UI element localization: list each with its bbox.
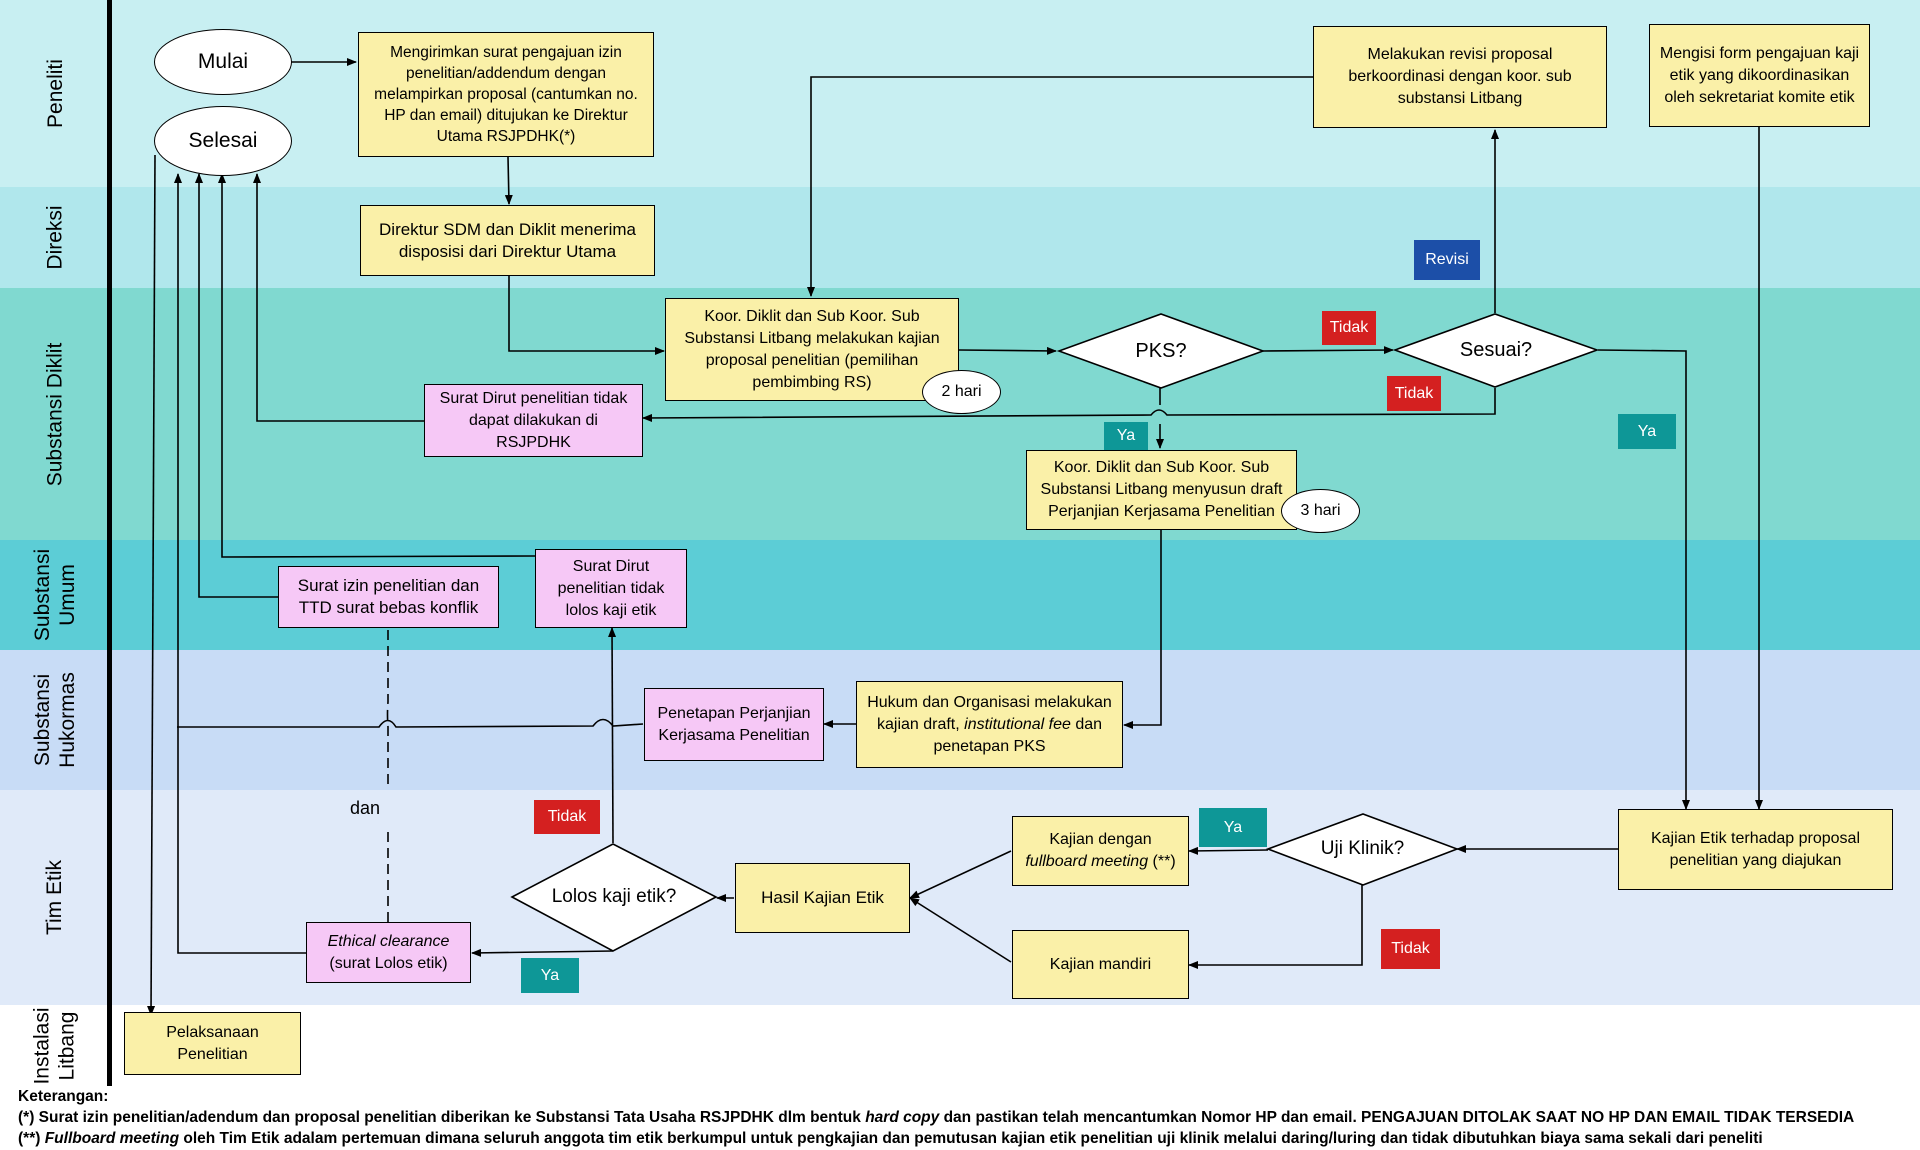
node-hukum-line2c: dan [1070, 715, 1103, 733]
arrow-surattidaklolos-to-selesai [218, 173, 536, 558]
arrow-suratizin-to-selesai [195, 173, 278, 598]
arrow-kirim-to-direktur [504, 156, 513, 205]
note-2a: (**) [18, 1130, 45, 1147]
node-hukum-line2: kajian draft, institutional fee dan [877, 714, 1102, 736]
note-1: (*) Surat izin penelitian/adendum dan pr… [18, 1107, 1918, 1128]
decision-sesuai: Sesuai? [1459, 338, 1533, 361]
lane-direksi [0, 187, 1920, 288]
arrow-lolos-to-surattidaklolos [608, 627, 617, 844]
node-ethical-clearance: Ethical clearance (surat Lolos etik) [306, 922, 471, 983]
tag-tidak-lolos: Tidak [534, 800, 600, 834]
arrow-sesuai-to-kajianetik [1597, 349, 1690, 810]
tag-ya-lolos: Ya [521, 958, 579, 993]
decision-lolos: Lolos kaji etik? [551, 886, 677, 907]
node-kajian-proposal: Koor. Diklit dan Sub Koor. Sub Substansi… [665, 298, 959, 401]
arrow-draft-to-hukum [1123, 530, 1162, 729]
node-hukum-line3: penetapan PKS [933, 737, 1046, 755]
lane-substansi-diklit [0, 288, 1920, 540]
decision-lolos-shape [510, 843, 718, 952]
tag-revisi: Revisi [1414, 240, 1480, 280]
node-hukum: Hukum dan Organisasi melakukan kajian dr… [856, 681, 1123, 768]
note-1c: dan pastikan telah mencantumkan Nomor HP… [939, 1109, 1855, 1126]
node-penetapan-pks: Penetapan Perjanjian Kerjasama Penelitia… [644, 688, 824, 761]
start-terminal: Mulai [154, 29, 292, 95]
arrow-fullboard-to-hasil [909, 850, 1012, 899]
node-draft-pks: Koor. Diklit dan Sub Koor. Sub Substansi… [1026, 450, 1297, 530]
node-surat-tidak-dapat: Surat Dirut penelitian tidak dapat dilak… [424, 384, 643, 457]
node-fullboard-line2a: fullboard meeting [1025, 853, 1149, 870]
duration-3-hari: 3 hari [1281, 489, 1360, 533]
arrow-direktur-to-kajian [508, 276, 665, 355]
decision-pks-shape [1056, 313, 1266, 389]
node-direktur-sdm: Direktur SDM dan Diklit menerima disposi… [360, 205, 655, 276]
arrow-revisi-to-kajian [807, 76, 1313, 297]
node-kirim-surat: Mengirimkan surat pengajuan izin penelit… [358, 32, 654, 157]
tag-ya-pks: Ya [1104, 422, 1148, 450]
node-surat-tidak-lolos: Surat Dirut penelitian tidak lolos kaji … [535, 549, 687, 628]
node-hasil-kajian: Hasil Kajian Etik [735, 863, 910, 933]
arrow-mandiri-to-hasil [909, 897, 1012, 963]
line-penetapan-to-left [177, 718, 644, 728]
notes: Keterangan: (*) Surat izin penelitian/ad… [18, 1086, 1918, 1149]
arrow-lolos-to-ethical [471, 948, 614, 957]
node-kajian-mandiri: Kajian mandiri [1012, 930, 1189, 999]
arrow-uji-to-mandiri [1188, 885, 1363, 969]
node-ethical-line2: (surat Lolos etik) [329, 954, 448, 972]
arrow-pks-to-sesuai [1262, 346, 1394, 355]
arrow-kajian-to-pks [958, 346, 1057, 355]
label-dan: dan [350, 798, 381, 818]
dashed-ethical-to-suratizin [386, 629, 389, 922]
decision-pks: PKS? [1135, 339, 1187, 362]
notes-title: Keterangan: [18, 1088, 109, 1105]
lane-divider [107, 0, 112, 1086]
duration-2-hari: 2 hari [922, 370, 1001, 414]
node-form-etik: Mengisi form pengajuan kaji etik yang di… [1649, 24, 1870, 127]
decision-uji-klinik-shape [1265, 813, 1460, 886]
node-fullboard-line2: fullboard meeting (**) [1025, 851, 1175, 873]
node-ethical-line1: Ethical clearance [327, 932, 450, 950]
tag-tidak-sesuai: Tidak [1387, 376, 1441, 411]
lane-instalasi-litbang [0, 1005, 1920, 1086]
node-fullboard: Kajian dengan fullboard meeting (**) [1012, 816, 1189, 886]
note-2c: oleh Tim Etik adalam pertemuan dimana se… [179, 1130, 1763, 1147]
tag-ya-uji: Ya [1199, 808, 1267, 847]
arrow-sesuai-to-surat-tidak [642, 388, 1496, 422]
decision-uji-klinik: Uji Klinik? [1320, 838, 1405, 859]
note-1b: hard copy [865, 1109, 940, 1126]
tag-tidak-pks: Tidak [1322, 311, 1376, 345]
arrow-ethical-to-selesai [174, 173, 306, 954]
node-hukum-line2b: institutional fee [964, 715, 1071, 733]
tag-ya-sesuai: Ya [1618, 414, 1676, 449]
note-1a: (*) Surat izin penelitian/adendum dan pr… [18, 1109, 866, 1126]
node-hukum-line1: Hukum dan Organisasi melakukan [867, 693, 1112, 711]
arrow-selesai-to-pelaksanaan [147, 154, 156, 1016]
arrow-uji-to-fullboard [1188, 846, 1269, 855]
node-revisi-proposal: Melakukan revisi proposal berkoordinasi … [1313, 26, 1607, 128]
end-terminal: Selesai [154, 106, 292, 176]
note-2b: Fullboard meeting [44, 1130, 180, 1147]
node-fullboard-line1: Kajian dengan [1049, 831, 1152, 848]
note-2: (**) Fullboard meeting oleh Tim Etik ada… [18, 1128, 1918, 1149]
node-pelaksanaan: Pelaksanaan Penelitian [124, 1012, 301, 1075]
node-hukum-line2a: kajian draft, [876, 715, 965, 733]
decision-sesuai-shape [1392, 313, 1600, 388]
arrow-surattidak-to-selesai [253, 173, 424, 422]
node-surat-izin: Surat izin penelitian dan TTD surat beba… [278, 566, 499, 628]
node-kajian-etik: Kajian Etik terhadap proposal penelitian… [1618, 809, 1893, 890]
node-fullboard-line2b: (**) [1148, 853, 1176, 870]
tag-tidak-uji: Tidak [1381, 929, 1440, 969]
